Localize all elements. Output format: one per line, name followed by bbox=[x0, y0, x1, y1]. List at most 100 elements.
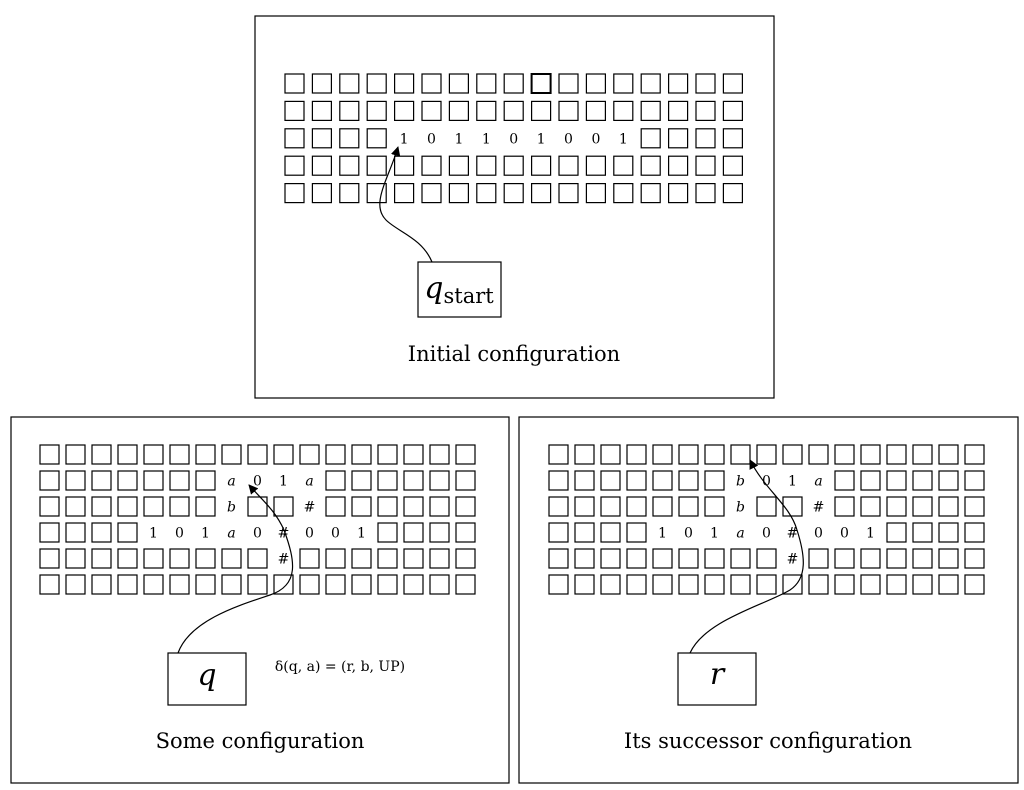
blank-tape-cell bbox=[722, 183, 744, 204]
tape-symbol: 1 bbox=[400, 131, 409, 147]
tape-symbol: 1 bbox=[788, 474, 797, 490]
blank-tape-cell bbox=[403, 574, 424, 595]
blank-tape-cell bbox=[530, 183, 552, 204]
blank-tape-cell bbox=[91, 548, 112, 569]
blank-tape-cell bbox=[448, 100, 469, 122]
blank-tape-cell bbox=[339, 183, 360, 204]
blank-tape-cell bbox=[421, 155, 442, 176]
blank-tape-cell bbox=[39, 548, 60, 569]
blank-tape-cell bbox=[548, 470, 569, 491]
blank-tape-cell bbox=[756, 548, 777, 569]
blank-tape-cell bbox=[429, 574, 450, 595]
blank-tape-cell bbox=[530, 100, 552, 122]
blank-tape-cell bbox=[117, 470, 138, 491]
panel-frame bbox=[254, 15, 775, 399]
blank-tape-cell bbox=[448, 73, 469, 94]
blank-tape-cell bbox=[834, 496, 855, 517]
blank-tape-cell bbox=[860, 574, 881, 595]
blank-tape-cell bbox=[284, 100, 305, 122]
blank-tape-cell bbox=[143, 444, 164, 465]
tape-symbol: 0 bbox=[684, 526, 693, 542]
blank-tape-cell bbox=[65, 496, 86, 517]
blank-tape-cell bbox=[782, 574, 803, 595]
blank-tape-cell bbox=[299, 548, 320, 569]
blank-tape-cell bbox=[626, 548, 647, 569]
blank-tape-cell bbox=[455, 548, 476, 569]
blank-tape-cell bbox=[455, 496, 476, 517]
tape-symbol: 0 bbox=[305, 526, 314, 542]
blank-tape-cell bbox=[117, 574, 138, 595]
blank-tape-cell bbox=[667, 155, 689, 176]
blank-tape-cell bbox=[652, 470, 673, 491]
blank-tape-cell bbox=[339, 128, 360, 149]
blank-tape-cell bbox=[667, 183, 689, 204]
blank-tape-cell bbox=[600, 496, 621, 517]
blank-tape-cell bbox=[351, 496, 372, 517]
blank-tape-cell bbox=[311, 183, 332, 204]
blank-tape-cell bbox=[640, 128, 661, 149]
blank-tape-cell bbox=[574, 496, 595, 517]
blank-tape-cell bbox=[558, 155, 579, 176]
blank-tape-cell bbox=[195, 574, 216, 595]
blank-tape-cell bbox=[626, 444, 647, 465]
blank-tape-cell bbox=[221, 444, 242, 465]
blank-tape-cell bbox=[704, 548, 725, 569]
blank-tape-cell bbox=[429, 470, 450, 491]
blank-tape-cell bbox=[325, 470, 346, 491]
blank-tape-cell bbox=[503, 100, 524, 122]
blank-tape-cell bbox=[221, 548, 242, 569]
blank-tape-cell bbox=[886, 444, 907, 465]
blank-tape-cell bbox=[476, 73, 497, 94]
blank-tape-cell bbox=[730, 444, 751, 465]
blank-tape-cell bbox=[366, 100, 387, 122]
tape-symbol: b bbox=[736, 500, 745, 516]
state-label: q bbox=[197, 658, 216, 693]
blank-tape-cell bbox=[65, 444, 86, 465]
blank-tape-cell bbox=[678, 548, 699, 569]
tape-symbol: 0 bbox=[762, 526, 771, 542]
blank-tape-cell bbox=[195, 444, 216, 465]
blank-tape-cell bbox=[455, 574, 476, 595]
blank-tape-cell bbox=[39, 444, 60, 465]
blank-tape-cell bbox=[860, 496, 881, 517]
tape-symbol: 0 bbox=[175, 526, 184, 542]
blank-tape-cell bbox=[366, 73, 387, 94]
blank-tape-cell bbox=[339, 73, 360, 94]
blank-tape-cell bbox=[366, 155, 387, 176]
transition-function-label: δ(q, a) = (r, b, UP) bbox=[275, 659, 405, 675]
tape-symbol: 0 bbox=[762, 474, 771, 490]
blank-tape-cell bbox=[195, 496, 216, 517]
blank-tape-cell bbox=[394, 73, 415, 94]
blank-tape-cell bbox=[964, 574, 985, 595]
blank-tape-cell bbox=[273, 574, 294, 595]
blank-tape-cell bbox=[377, 548, 398, 569]
tape-symbol: 0 bbox=[427, 131, 436, 147]
blank-tape-cell bbox=[600, 470, 621, 491]
blank-tape-cell bbox=[704, 444, 725, 465]
blank-tape-cell bbox=[667, 73, 689, 94]
blank-tape-cell bbox=[403, 522, 424, 543]
blank-tape-cell bbox=[476, 155, 497, 176]
blank-tape-cell bbox=[366, 128, 387, 149]
blank-tape-cell bbox=[117, 496, 138, 517]
tape-symbol: 1 bbox=[537, 131, 546, 147]
blank-tape-cell bbox=[169, 574, 190, 595]
blank-tape-cell bbox=[652, 444, 673, 465]
blank-tape-cell bbox=[169, 496, 190, 517]
blank-tape-cell bbox=[585, 183, 607, 204]
blank-tape-cell bbox=[548, 522, 569, 543]
blank-tape-cell bbox=[574, 470, 595, 491]
tape-symbol: 0 bbox=[564, 131, 573, 147]
tape-symbol: # bbox=[813, 500, 825, 516]
blank-tape-cell bbox=[273, 444, 294, 465]
blank-tape-cell bbox=[421, 100, 442, 122]
blank-tape-cell bbox=[613, 100, 634, 122]
blank-tape-cell bbox=[169, 444, 190, 465]
tape-symbol: a bbox=[736, 526, 744, 542]
blank-tape-cell bbox=[600, 444, 621, 465]
blank-tape-cell bbox=[964, 470, 985, 491]
blank-tape-cell bbox=[143, 548, 164, 569]
